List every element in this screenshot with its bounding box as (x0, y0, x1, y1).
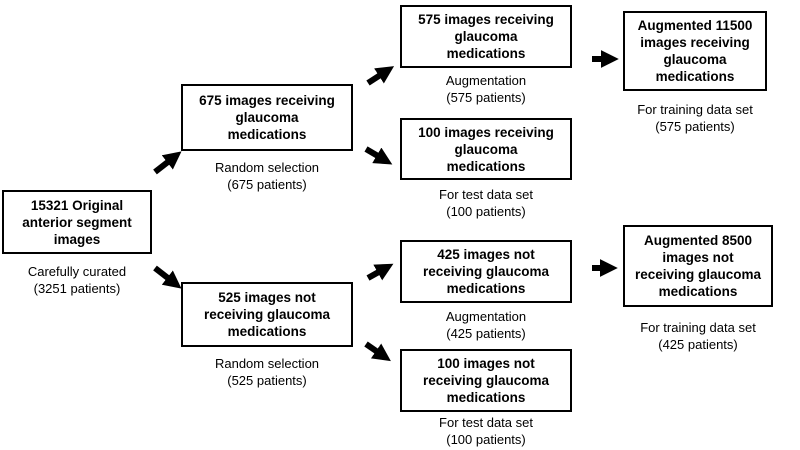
arrow-not-receiving-to-aug-src (366, 263, 394, 281)
node-receiving-augmented: Augmented 11500 images receiving glaucom… (623, 11, 767, 91)
node-not-receiving-augmented: Augmented 8500 images not receiving glau… (623, 225, 773, 307)
node-receiving-test: 100 images receiving glaucoma medication… (400, 118, 572, 180)
caption-receiving-aug-src: Augmentation (575 patients) (445, 73, 527, 105)
node-original: 15321 Original anterior segment images (2, 190, 152, 254)
node-receiving: 675 images receiving glaucoma medication… (181, 84, 353, 151)
node-not-receiving-aug-src: 425 images not receiving glaucoma medica… (400, 240, 572, 303)
caption-receiving: Random selection (675 patients) (214, 160, 320, 192)
caption-not-receiving: Random selection (525 patients) (214, 356, 320, 388)
arrow-original-to-receiving (153, 151, 182, 175)
node-not-receiving-test: 100 images not receiving glaucoma medica… (400, 349, 572, 412)
caption-not-receiving-test: For test data set (100 patients) (439, 415, 533, 447)
caption-original: Carefully curated (3251 patients) (27, 264, 127, 296)
arrow-receiving-to-aug-src (366, 66, 395, 86)
arrow-receiving-to-test (364, 146, 393, 165)
caption-not-receiving-augmented: For training data set (425 patients) (640, 320, 756, 352)
arrow-not-receiving-to-test (364, 341, 391, 362)
caption-receiving-test: For test data set (100 patients) (439, 187, 533, 219)
node-receiving-aug-src: 575 images receiving glaucoma medication… (400, 5, 572, 68)
node-not-receiving: 525 images not receiving glaucoma medica… (181, 282, 353, 347)
caption-receiving-augmented: For training data set (575 patients) (637, 102, 753, 134)
caption-not-receiving-aug-src: Augmentation (425 patients) (445, 309, 527, 341)
arrow-original-to-not-receiving (153, 265, 182, 289)
